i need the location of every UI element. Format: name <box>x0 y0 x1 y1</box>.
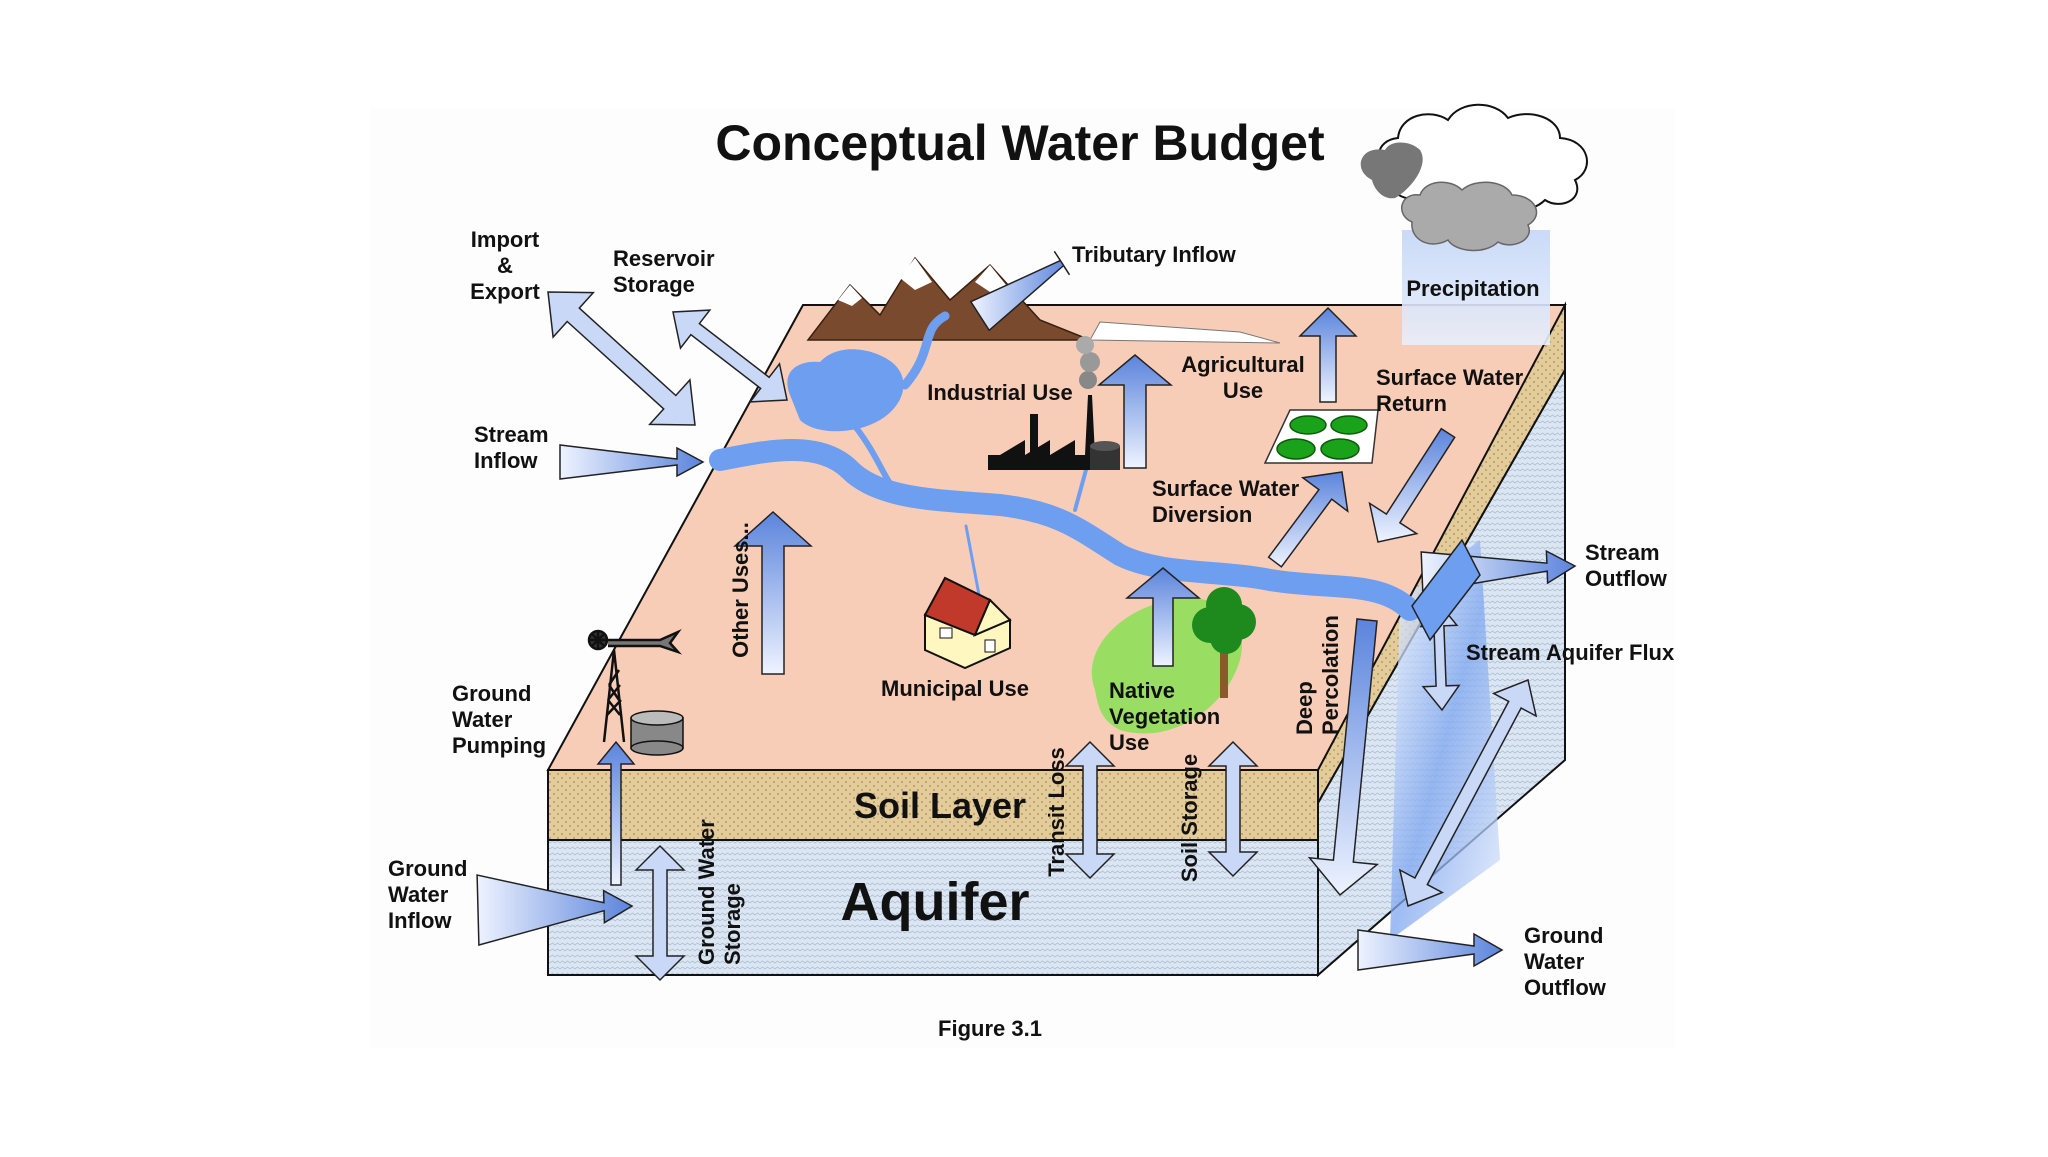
label-line: Vegetation <box>1109 704 1220 729</box>
label-line: Use <box>1223 378 1263 403</box>
ground-water-pumping-arrow <box>596 740 636 886</box>
block-right-stream-gradient <box>1390 540 1500 940</box>
label-import-export: Import&Export <box>470 227 540 304</box>
industrial-use-arrow <box>1096 354 1174 469</box>
label-line: Water <box>452 707 513 732</box>
agricultural-fields-icon <box>1263 409 1379 464</box>
ground-water-outflow-arrow <box>1357 929 1504 971</box>
label-line: Export <box>470 279 540 304</box>
label-line: Pumping <box>452 733 546 758</box>
soil-layer-label: Soil Layer <box>854 785 1026 826</box>
label-deep-percolation: DeepPercolation <box>1292 615 1343 735</box>
flow-arrows <box>476 250 1577 982</box>
stream-out-of-block <box>1411 538 1481 642</box>
label-line: Ground <box>1524 923 1603 948</box>
ground-water-exchange-arrow <box>1398 678 1538 908</box>
import-export-arrow <box>547 291 696 426</box>
stream-inflow-arrow <box>559 444 705 480</box>
label-line: Municipal Use <box>881 676 1029 701</box>
label-line: Diversion <box>1152 502 1252 527</box>
surface-water-return-arrow <box>1368 427 1456 543</box>
ground-water-inflow-arrow <box>476 874 634 946</box>
label-line: Stream Aquifer Flux <box>1466 640 1675 665</box>
ground-water-storage-arrow <box>634 844 686 982</box>
label-line: Use <box>1109 730 1149 755</box>
house-icon <box>923 576 1012 670</box>
label-line: Transit Loss <box>1044 747 1069 877</box>
label-line: Industrial Use <box>927 380 1072 405</box>
figure-caption: Figure 3.1 <box>938 1016 1042 1041</box>
label-line: Percolation <box>1318 615 1343 735</box>
label-line: Import <box>471 227 540 252</box>
label-transit-loss: Transit Loss <box>1044 747 1069 877</box>
transit-loss-arrow <box>1064 740 1116 880</box>
label-line: Storage <box>613 272 695 297</box>
label-line: Tributary Inflow <box>1072 242 1237 267</box>
mountains-icon <box>806 256 1281 344</box>
diagram-title: Conceptual Water Budget <box>715 115 1325 171</box>
reservoir-storage-arrow <box>672 309 788 403</box>
main-river <box>709 439 1421 621</box>
aquifer-label: Aquifer <box>841 872 1030 932</box>
reservoir <box>787 349 904 432</box>
windmill-icon <box>587 628 683 743</box>
label-line: Water <box>1524 949 1585 974</box>
label-line: Inflow <box>388 908 452 933</box>
label-line: Stream <box>474 422 549 447</box>
label-line: Other Uses... <box>728 522 753 658</box>
label-line: Outflow <box>1585 566 1668 591</box>
label-line: Ground Water <box>694 819 719 965</box>
label-line: Native <box>1109 678 1175 703</box>
label-line: Soil Storage <box>1177 754 1202 882</box>
factory-icon <box>988 336 1120 470</box>
label-other-uses: Other Uses... <box>728 522 753 658</box>
label-line: Deep <box>1292 681 1317 735</box>
agricultural-use-arrow <box>1298 306 1358 403</box>
label-line: Agricultural <box>1181 352 1304 377</box>
label-line: Storage <box>720 883 745 965</box>
deep-percolation-arrow <box>1307 618 1380 897</box>
soil-storage-arrow <box>1207 740 1259 878</box>
other-uses-arrow <box>733 510 813 675</box>
label-tributary-inflow: Tributary Inflow <box>1072 242 1237 267</box>
label-stream-aquifer-flux: Stream Aquifer Flux <box>1466 640 1675 665</box>
cloud-icon <box>1360 103 1588 252</box>
surface-water-diversion-arrow <box>1267 471 1349 568</box>
label-line: Surface Water <box>1152 476 1300 501</box>
label-line: Ground <box>452 681 531 706</box>
label-line: Surface Water <box>1376 365 1524 390</box>
label-line: Inflow <box>474 448 538 473</box>
label-line: & <box>497 253 513 278</box>
label-industrial-use: Industrial Use <box>927 380 1072 405</box>
label-line: Outflow <box>1524 975 1607 1000</box>
label-line: Stream <box>1585 540 1660 565</box>
storage-tank-icon <box>630 710 684 756</box>
label-soil-storage: Soil Storage <box>1177 754 1202 882</box>
label-line: Precipitation <box>1406 276 1539 301</box>
native-vegetation-arrow <box>1124 567 1202 667</box>
label-municipal-use: Municipal Use <box>881 676 1029 701</box>
label-line: Reservoir <box>613 246 715 271</box>
label-precipitation: Precipitation <box>1406 276 1539 301</box>
tributary-river <box>900 311 950 390</box>
label-line: Ground <box>388 856 467 881</box>
label-line: Water <box>388 882 449 907</box>
label-ground-water-storage: Ground WaterStorage <box>694 819 745 965</box>
label-line: Return <box>1376 391 1447 416</box>
tributary-inflow-arrow <box>969 250 1071 332</box>
municipal-pipe <box>964 524 982 602</box>
